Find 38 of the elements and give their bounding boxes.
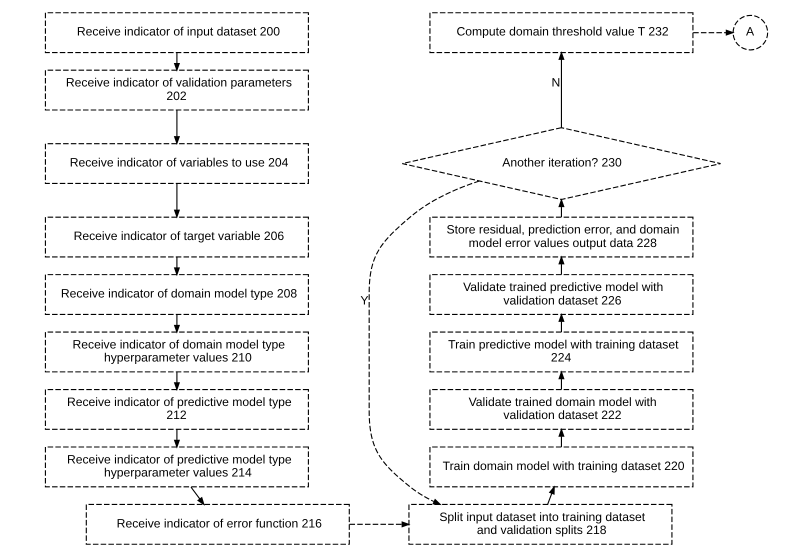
arrow xyxy=(173,110,180,145)
arrow xyxy=(558,256,564,275)
node-box: Receive indicator of variables to use 204 xyxy=(44,143,308,184)
node-box: Receive indicator of domain model type hyperparameter values 210 xyxy=(44,332,308,372)
node-box: Split input dataset into training dataset and validation splits 218 xyxy=(408,504,672,545)
arrow xyxy=(173,184,180,218)
arrow xyxy=(190,486,204,506)
node-box: Validate trained domain model with validation dataset 222 xyxy=(428,389,693,430)
arrow xyxy=(692,30,734,36)
node-box: Train predictive model with training dataset 224 xyxy=(428,332,693,372)
node-diamond: Another iteration? 230 xyxy=(401,127,721,200)
arrow xyxy=(558,198,564,217)
node-box: Compute domain threshold value T 232 xyxy=(428,12,693,54)
arrow xyxy=(558,428,564,447)
arrow xyxy=(173,52,180,72)
node-box: Receive indicator of input dataset 200 xyxy=(44,12,308,54)
arrow xyxy=(173,314,180,334)
arrow xyxy=(558,312,564,332)
arrow xyxy=(173,430,180,449)
arrow xyxy=(173,372,180,392)
node-box: Validate trained predictive model with validation dataset 226 xyxy=(428,274,693,315)
arrow xyxy=(349,521,410,528)
arrow xyxy=(546,485,554,505)
node-box: Receive indicator of error function 216 xyxy=(85,504,350,545)
node-box: Receive indicator of predictive model type 212 xyxy=(44,389,308,430)
node-circle: A xyxy=(732,14,768,50)
node-box: Receive indicator of validation parameters 202 xyxy=(44,70,308,111)
node-box: Receive indicator of domain model type 208 xyxy=(44,274,308,315)
edge-label: Y xyxy=(360,294,368,308)
arrow xyxy=(368,180,480,506)
edge-label: N xyxy=(550,75,560,90)
node-box: Store residual, prediction error, and domain model error values output data 228 xyxy=(428,216,693,258)
arrow xyxy=(173,257,180,276)
arrow xyxy=(558,370,564,390)
node-box: Train domain model with training dataset 220 xyxy=(428,446,693,488)
node-box: Receive indicator of predictive model type hyperparameter values 214 xyxy=(44,446,308,488)
arrow xyxy=(558,51,564,128)
node-box: Receive indicator of target variable 206 xyxy=(44,216,308,258)
